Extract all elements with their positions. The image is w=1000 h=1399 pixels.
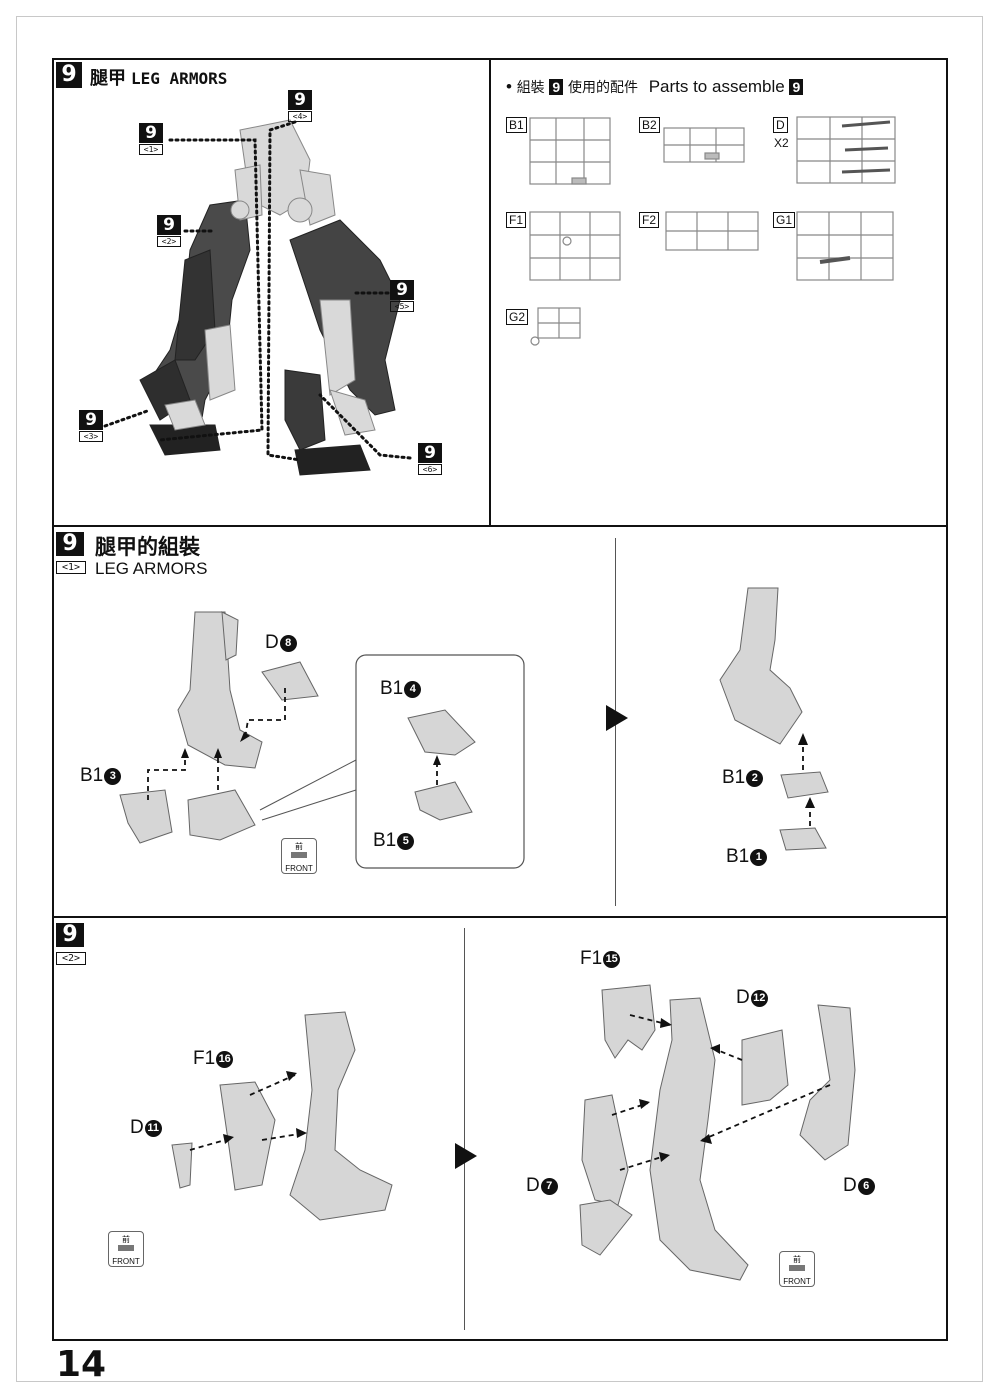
runner-d-label: D [773, 117, 788, 133]
step1-title-cn: 腿甲的組裝 [95, 536, 200, 559]
step-number: 9 [56, 62, 82, 88]
ref-step9-4: 9<4> [288, 90, 312, 122]
step2-sub: <2> [56, 952, 86, 965]
divider-top [52, 525, 948, 527]
runner-f2-label: F2 [639, 212, 660, 228]
front-indicator-step2-left: 前 FRONT [108, 1231, 144, 1267]
section-title: 腿甲 LEG ARMORS [90, 68, 228, 88]
front-arrow-icon [118, 1245, 134, 1251]
ref-step9-2: 9<2> [157, 215, 181, 247]
divider-middle [52, 916, 948, 918]
step1-number: 9 [56, 532, 84, 556]
runner-g1-label: G1 [773, 212, 796, 228]
front-arrow-icon [291, 852, 307, 858]
ref-step9-1: 9<1> [139, 123, 163, 155]
runner-b1-label: B1 [506, 117, 527, 133]
runner-g2-label: G2 [506, 309, 529, 325]
front-arrow-icon [789, 1265, 805, 1271]
ref-step9-5: 9<5> [390, 280, 414, 312]
parts-heading: • 組裝 9 使用的配件 Parts to assemble 9 [506, 77, 804, 97]
runner-b2-label: B2 [639, 117, 660, 133]
front-indicator-step1: 前 FRONT [281, 838, 317, 874]
ref-step9-3: 9<3> [79, 410, 103, 442]
step1-title-en: LEG ARMORS [95, 559, 208, 578]
runner-d-qty: X2 [774, 136, 789, 150]
runner-f1-label: F1 [506, 212, 527, 228]
divider-top-vertical [489, 58, 491, 526]
instruction-frame [52, 58, 948, 1341]
front-indicator-step2-right: 前 FRONT [779, 1251, 815, 1287]
step2-number: 9 [56, 923, 84, 947]
ref-step9-6: 9<6> [418, 443, 442, 475]
divider-step2 [464, 928, 465, 1330]
page-number: 14 [56, 1344, 107, 1385]
step1-sub: <1> [56, 561, 86, 574]
page-border [16, 16, 983, 1382]
